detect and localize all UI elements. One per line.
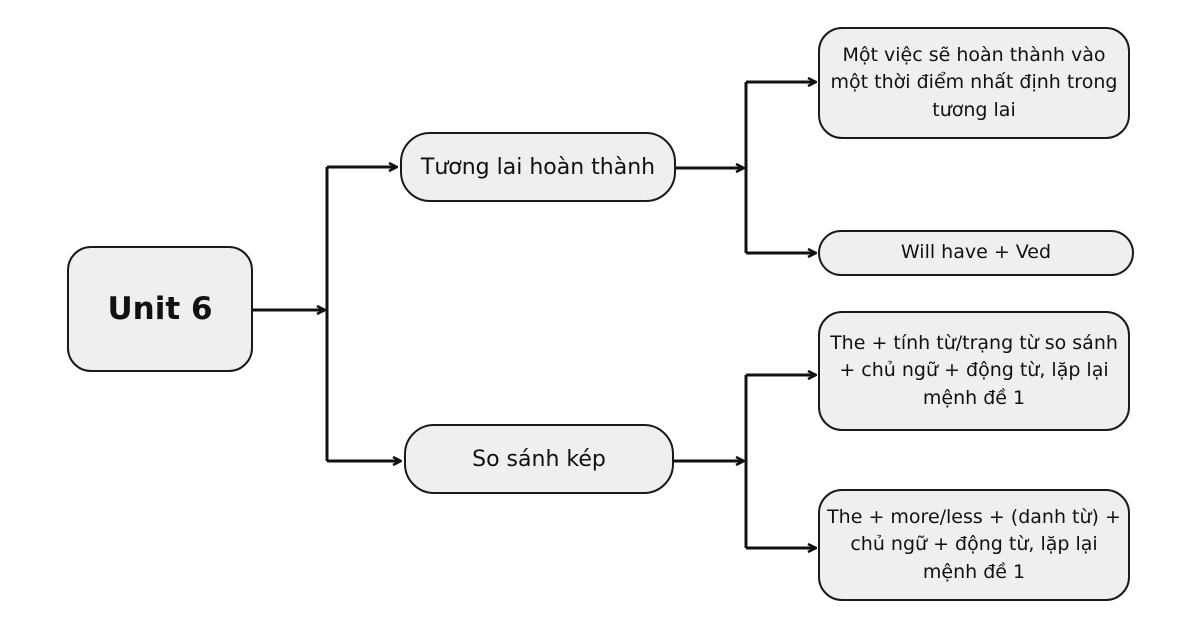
- leaf-label: Một việc sẽ hoàn thành vào một thời điểm…: [830, 43, 1118, 121]
- leaf-node-comparative-adj: The + tính từ/trạng từ so sánh + chủ ngữ…: [818, 311, 1130, 431]
- branch-label: So sánh kép: [472, 446, 606, 472]
- branch-node-future-perfect: Tương lai hoàn thành: [400, 132, 676, 202]
- leaf-node-comparative-more-less: The + more/less + (danh từ) + chủ ngữ + …: [818, 489, 1130, 601]
- leaf-label: Will have + Ved: [900, 241, 1052, 264]
- branch-label: Tương lai hoàn thành: [420, 154, 656, 180]
- branch-node-double-comparative: So sánh kép: [404, 424, 674, 494]
- leaf-node-structure: Will have + Ved: [818, 230, 1134, 276]
- root-node: Unit 6: [67, 246, 253, 372]
- root-label: Unit 6: [107, 291, 213, 327]
- leaf-node-definition: Một việc sẽ hoàn thành vào một thời điểm…: [818, 27, 1130, 139]
- leaf-label: The + more/less + (danh từ) + chủ ngữ + …: [827, 505, 1121, 583]
- leaf-label: The + tính từ/trạng từ so sánh + chủ ngữ…: [830, 331, 1118, 409]
